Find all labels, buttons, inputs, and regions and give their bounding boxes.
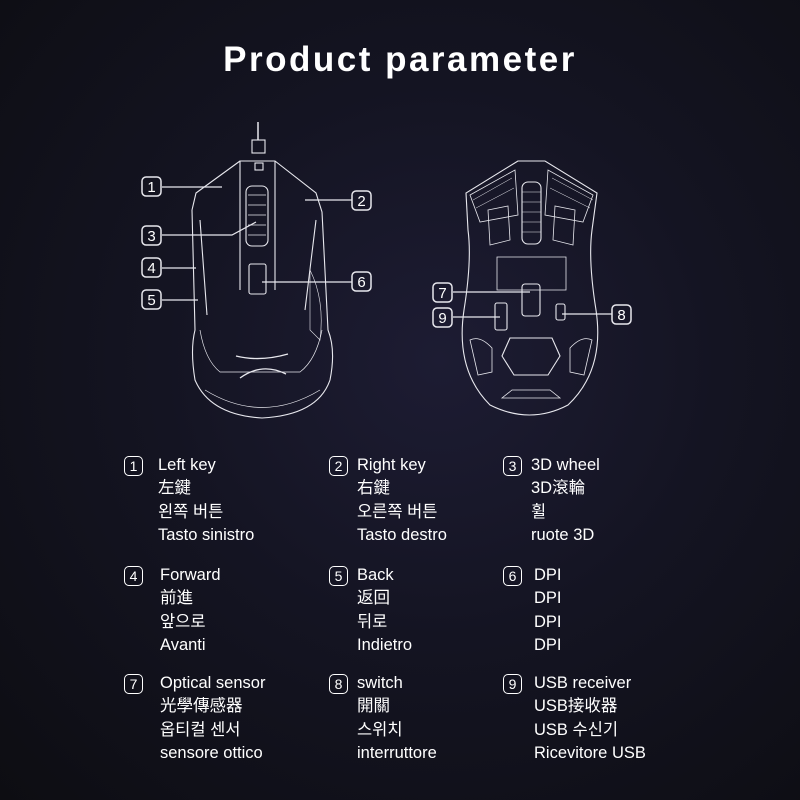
callout-5: 5	[141, 289, 162, 310]
label-ko: 스위치	[357, 720, 403, 739]
label-ko: USB 수신기	[534, 720, 619, 739]
callout-4: 4	[141, 257, 162, 278]
svg-text:4: 4	[147, 260, 155, 277]
svg-text:2: 2	[357, 193, 365, 210]
svg-text:5: 5	[147, 292, 155, 309]
label-zh: DPI	[534, 589, 562, 608]
label-ko: 앞으로	[160, 612, 206, 631]
number-badge: 7	[124, 674, 143, 694]
svg-text:1: 1	[147, 179, 155, 196]
label-it: Tasto sinistro	[158, 525, 255, 544]
label-ko: 뒤로	[357, 612, 388, 631]
label-it: interruttore	[357, 743, 437, 762]
callout-3: 3	[141, 225, 162, 246]
svg-text:3: 3	[147, 228, 155, 245]
number-badge: 5	[329, 566, 348, 586]
label-en: USB receiver	[534, 674, 632, 692]
label-ko: 휠	[531, 502, 547, 521]
mouse-top-view	[191, 122, 334, 419]
label-en: 3D wheel	[531, 456, 600, 474]
label-zh: 右鍵	[357, 479, 390, 498]
label-ko: 옵티컬 센서	[160, 720, 241, 739]
number-badge: 1	[124, 456, 143, 476]
label-en: Optical sensor	[160, 674, 266, 692]
label-en: DPI	[534, 566, 562, 584]
label-en: Left key	[158, 456, 216, 474]
callout-2: 2	[351, 190, 372, 211]
label-zh: 3D滾輪	[531, 479, 586, 498]
page-title: Product parameter	[223, 40, 577, 79]
number-badge: 8	[329, 674, 348, 694]
label-it: Ricevitore USB	[534, 743, 646, 762]
label-ko: 왼쪽 버튼	[158, 502, 224, 521]
label-it: Tasto destro	[357, 525, 447, 544]
label-it: Indietro	[357, 635, 413, 654]
label-it: ruote 3D	[531, 525, 595, 544]
mouse-diagram: 1 2 3 4 5 6 7 8 9	[141, 122, 632, 419]
label-ko: DPI	[534, 612, 562, 631]
number-badge: 6	[503, 566, 522, 586]
label-zh: 前進	[160, 589, 193, 608]
label-it: sensore ottico	[160, 743, 263, 762]
callout-lines	[162, 186, 612, 318]
callout-7: 7	[432, 282, 453, 303]
number-badge: 4	[124, 566, 143, 586]
number-badge: 9	[503, 674, 522, 694]
label-zh: 開關	[357, 697, 390, 716]
svg-text:7: 7	[438, 285, 446, 302]
label-zh: USB接收器	[534, 697, 618, 716]
svg-text:9: 9	[438, 310, 446, 327]
number-badge: 3	[503, 456, 522, 476]
label-it: DPI	[534, 635, 562, 654]
svg-text:8: 8	[617, 307, 625, 324]
label-zh: 左鍵	[158, 479, 191, 498]
label-it: Avanti	[160, 635, 206, 654]
label-en: Back	[357, 566, 394, 584]
svg-text:6: 6	[357, 274, 365, 291]
label-zh: 返回	[357, 589, 390, 608]
label-en: switch	[357, 674, 403, 692]
number-badge: 2	[329, 456, 348, 476]
callout-6: 6	[351, 271, 372, 292]
callout-9: 9	[432, 307, 453, 328]
logo-icon	[235, 353, 289, 379]
callout-badges: 1 2 3 4 5 6 7 8 9	[141, 176, 632, 328]
mouse-bottom-view	[461, 160, 599, 416]
callout-1: 1	[141, 176, 162, 197]
label-en: Right key	[357, 456, 426, 474]
label-zh: 光學傳感器	[160, 697, 243, 716]
label-ko: 오른쪽 버튼	[357, 502, 438, 521]
label-en: Forward	[160, 566, 221, 584]
callout-8: 8	[611, 304, 632, 325]
